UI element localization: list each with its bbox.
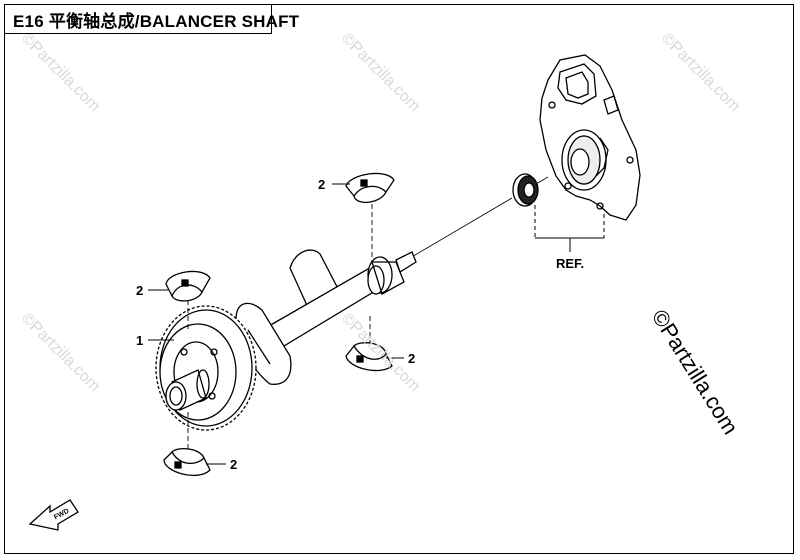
crankcase-cover [539, 54, 641, 221]
callout-2-bottom: 2 [230, 457, 237, 472]
axis-line [409, 197, 513, 259]
callout-2-left: 2 [136, 283, 143, 298]
fwd-arrow-icon: FWD [28, 499, 79, 531]
bearing-top [345, 172, 395, 203]
title-box: E16 平衡轴总成/BALANCER SHAFT [4, 4, 299, 34]
reference-label: REF. [556, 256, 584, 271]
balancer-shaft [235, 249, 417, 385]
callout-2-top: 2 [318, 177, 325, 192]
bearing-bottom [163, 447, 211, 477]
callout-leaders [148, 183, 404, 465]
reference-bracket [534, 205, 605, 252]
callout-2-middle: 2 [408, 351, 415, 366]
oil-seal [512, 173, 539, 207]
axis-line-end [535, 176, 549, 185]
page-title: E16 平衡轴总成/BALANCER SHAFT [13, 11, 300, 31]
diagram-frame [4, 4, 794, 554]
leader-lines [187, 204, 373, 452]
bearing-middle [345, 342, 393, 372]
bearing-left [165, 270, 211, 302]
balancer-gear [155, 305, 257, 431]
callout-1: 1 [136, 333, 143, 348]
